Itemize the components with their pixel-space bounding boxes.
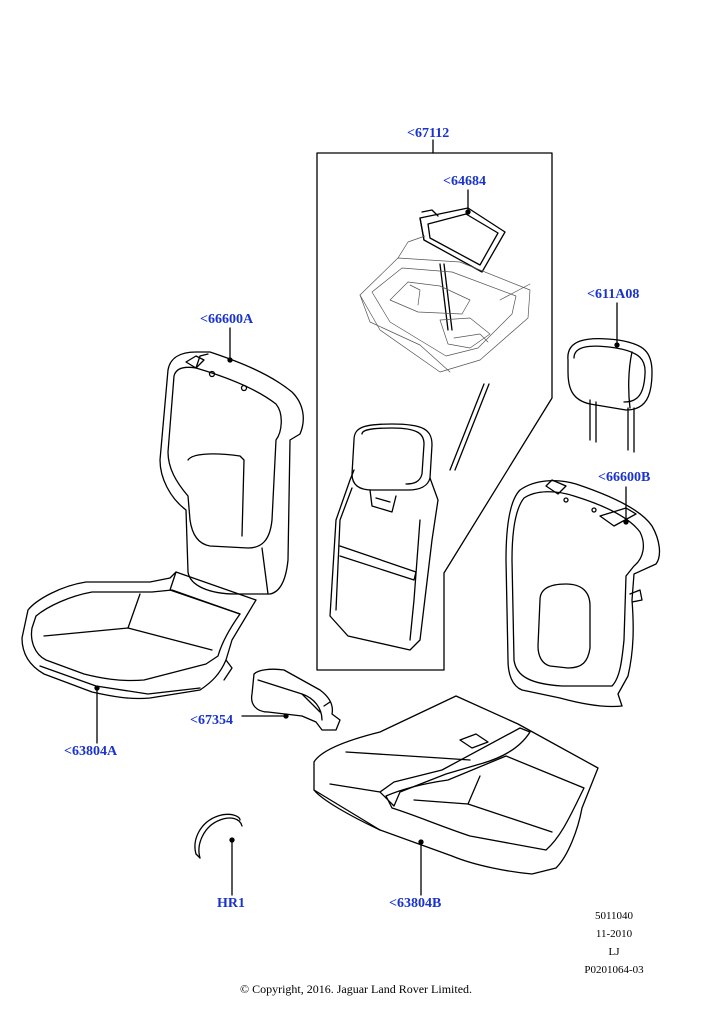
seat-cushion-a-part <box>22 572 256 699</box>
doc-meta: 5011040 11-2010 LJ P0201064-03 <box>572 910 656 977</box>
leader-lines <box>94 140 629 895</box>
seat-back-a-part <box>160 352 303 594</box>
callout-67354[interactable]: <67354 <box>190 713 233 728</box>
console-context <box>360 236 530 372</box>
clip-hr1-part <box>195 814 242 858</box>
seat-back-b-part <box>506 480 659 707</box>
headrest-part <box>568 339 652 452</box>
callout-66600A[interactable]: <66600A <box>200 312 254 327</box>
callout-63804A[interactable]: <63804A <box>64 744 118 759</box>
callout-66600B[interactable]: <66600B <box>598 470 651 485</box>
meta-date: 11-2010 <box>595 928 633 940</box>
meta-ref: P0201064-03 <box>584 964 644 976</box>
callout-hr1[interactable]: HR1 <box>217 896 245 911</box>
callout-64684[interactable]: <64684 <box>443 174 486 189</box>
seat-cushion-b-part <box>314 696 598 874</box>
callout-611A08[interactable]: <611A08 <box>587 287 640 302</box>
kit-seat-back <box>330 424 438 650</box>
meta-code: 5011040 <box>594 910 634 922</box>
callout-67112[interactable]: <67112 <box>407 126 450 141</box>
kit-bracket-frame <box>317 153 552 670</box>
armrest-part <box>252 669 340 730</box>
storage-tray-part <box>420 208 505 330</box>
meta-model: LJ <box>608 946 620 958</box>
callout-63804B[interactable]: <63804B <box>389 896 442 911</box>
copyright-notice: © Copyright, 2016. Jaguar Land Rover Lim… <box>239 982 473 996</box>
